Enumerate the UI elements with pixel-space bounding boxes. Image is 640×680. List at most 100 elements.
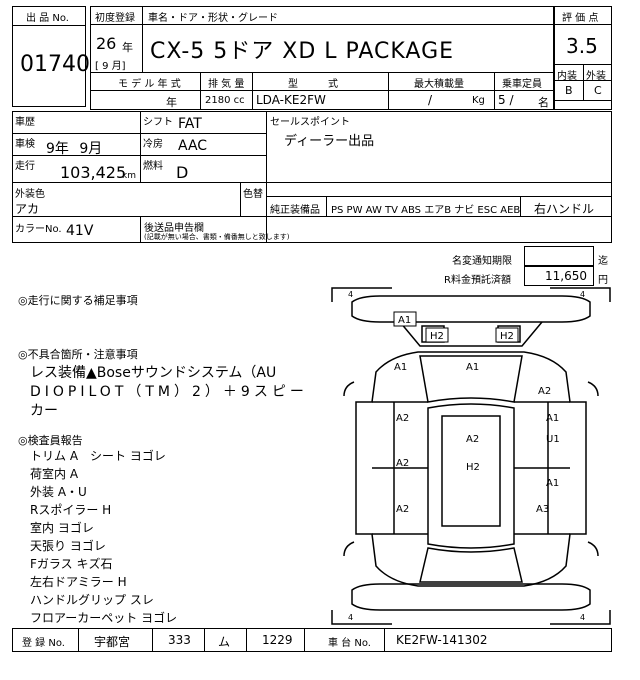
name-change-box <box>524 246 594 266</box>
vehicle-type: LDA-KE2FW <box>256 93 326 107</box>
recycle-label: R料金預託済額 <box>444 275 511 286</box>
equipment-list: PS PW AW TV ABS エアB ナビ ESC AEB <box>331 205 521 216</box>
equipment-label: 純正装備品 <box>270 205 320 216</box>
footer-bar <box>12 628 612 652</box>
inspector-item: 天張り ヨゴレ <box>30 539 106 553</box>
body-outline <box>355 351 587 587</box>
first-reg-year: 26 <box>96 34 117 53</box>
corner-label: 4 <box>348 290 353 299</box>
damage-mark: H2 <box>430 331 444 342</box>
load-label: 最大積載量 <box>414 79 464 90</box>
history-label: 車歴 <box>15 117 35 128</box>
ac-label: 冷房 <box>143 139 163 150</box>
recycle-box <box>524 266 594 286</box>
model-year-label: モ デ ル 年 式 <box>118 79 181 90</box>
inspector-item: 室内 ヨゴレ <box>30 521 94 535</box>
inspector-item: 外装 A・U <box>30 485 87 499</box>
reg-city: 宇都宮 <box>94 635 131 649</box>
color-change-label: 色替 <box>243 189 263 200</box>
mileage-value: 103,425 <box>60 163 127 182</box>
inspection-label: 車検 <box>15 139 35 150</box>
corner-label: 4 <box>580 613 585 622</box>
grade-block <box>554 6 612 110</box>
color-no-value: 41V <box>66 223 94 239</box>
corner-label: 4 <box>348 613 353 622</box>
year-unit: 年 <box>122 41 133 54</box>
mileage-unit: km <box>122 171 136 181</box>
interior-grade: B <box>565 84 573 97</box>
info-block <box>12 111 612 243</box>
reg-no-label: 登 録 No. <box>22 638 65 649</box>
inspector-item: Rスポイラー H <box>30 503 112 517</box>
damage-mark: A2 <box>466 434 479 445</box>
damage-mark: A3 <box>536 504 549 515</box>
name-change-unit: 迄 <box>598 256 608 267</box>
lot-number: 01740 <box>20 52 90 77</box>
capacity-label: 乗車定員 <box>502 79 542 90</box>
first-reg-month: [ 9 月] <box>95 61 126 72</box>
vehicle-name-block <box>90 6 554 110</box>
damage-mark: A2 <box>396 504 409 515</box>
corner-bracket <box>331 287 392 302</box>
chassis-no-label: 車 台 No. <box>328 638 371 649</box>
name-change-label: 名変通知期限 <box>452 256 512 267</box>
shift-label: シフト <box>143 117 173 128</box>
front-bumper <box>351 295 591 323</box>
load-separator: / <box>428 93 433 107</box>
reg-class: 333 <box>168 633 191 647</box>
first-reg-label: 初度登録 <box>95 13 135 24</box>
inspector-item: フロアーカーペット ヨゴレ <box>30 611 178 625</box>
load-unit: Kg <box>472 95 485 106</box>
seating-capacity: 5 / <box>498 93 514 107</box>
sales-point-label: セールスポイント <box>270 117 350 128</box>
damage-mark: H2 <box>466 462 480 473</box>
lot-label: 出 品 No. <box>26 13 69 24</box>
shift-value: FAT <box>178 116 202 132</box>
rear-bumper <box>351 583 591 611</box>
corner-bracket <box>550 610 611 625</box>
reg-kana: ム <box>218 635 231 649</box>
defects-line-2: DIOPILOT（TM）2）＋9スピー <box>30 384 308 400</box>
corner-label: 4 <box>580 290 585 299</box>
fuel-value: D <box>176 163 189 182</box>
sales-point: ディーラー出品 <box>284 134 375 149</box>
corner-bracket <box>550 287 611 302</box>
inspector-item: ハンドルグリップ スレ <box>30 593 154 607</box>
rear-window <box>419 547 523 583</box>
steering-side: 右ハンドル <box>534 202 595 216</box>
model-year-unit: 年 <box>166 96 177 109</box>
inspector-report-title: ◎検査員報告 <box>18 434 83 447</box>
defects-line-1: レス装備▲Boseサウンドシステム（AU <box>30 365 277 381</box>
damage-mark: A1 <box>466 362 479 373</box>
damage-mark: A2 <box>396 413 409 424</box>
model-name: CX-5 5ドア XD L PACKAGE <box>150 39 455 64</box>
ext-color-label: 外装色 <box>15 189 45 200</box>
exterior-label: 外装 <box>586 71 606 82</box>
damage-mark: U1 <box>546 434 560 445</box>
damage-mark: A1 <box>546 413 559 424</box>
exterior-grade: C <box>594 84 602 97</box>
damage-mark: A2 <box>396 458 409 469</box>
displacement: 2180 cc <box>205 95 245 106</box>
ext-color-value: アカ <box>15 202 40 216</box>
driving-notes-title: ◎走行に関する補足事項 <box>18 294 138 307</box>
corner-bracket <box>331 610 392 625</box>
damage-mark: A1 <box>398 315 411 326</box>
defects-title: ◎不具合箇所・注意事項 <box>18 348 138 361</box>
damage-mark: A1 <box>394 362 407 373</box>
roof <box>427 403 515 549</box>
inspector-item: トリム A シート ヨゴレ <box>30 449 166 463</box>
color-no-label: カラーNo. <box>15 224 62 235</box>
fuel-label: 燃料 <box>143 161 163 172</box>
damage-mark: A2 <box>538 386 551 397</box>
inspector-item: Fガラス キズ石 <box>30 557 113 571</box>
lot-number-cell <box>12 25 86 107</box>
retrofit-label: 後送品申告欄 <box>144 223 204 234</box>
hood-outline <box>399 321 543 347</box>
type-label: 型 式 <box>288 79 338 90</box>
inspection-value: 9年 9月 <box>46 141 103 157</box>
reg-number: 1229 <box>262 633 293 647</box>
recycle-amount: 11,650 <box>545 269 587 283</box>
damage-mark: H2 <box>500 331 514 342</box>
damage-mark: A1 <box>546 478 559 489</box>
